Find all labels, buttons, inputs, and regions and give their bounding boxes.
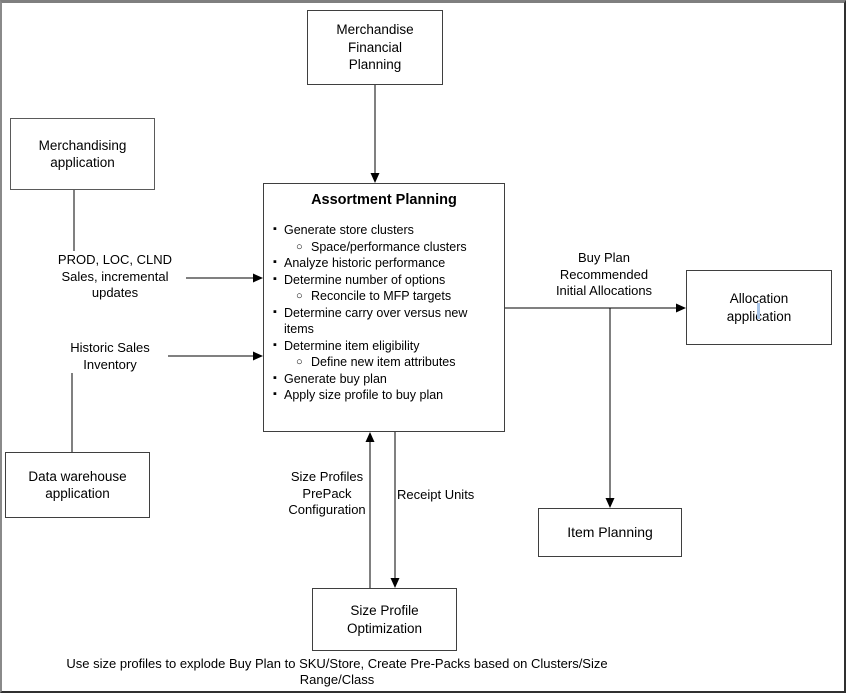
list-item: Generate buy plan xyxy=(270,370,498,388)
node-merchandising-application: Merchandising application xyxy=(10,118,155,190)
list-item: Define new item attributes xyxy=(270,354,498,371)
node-size-profile-optimization: Size Profile Optimization xyxy=(312,588,457,651)
text-cursor xyxy=(757,303,760,319)
edge-label-historic-sales: Historic Sales Inventory xyxy=(70,340,150,372)
list-item: Space/performance clusters xyxy=(270,239,498,256)
node-label: Merchandise Financial Planning xyxy=(336,22,414,73)
edge-label-receipt-units: Receipt Units xyxy=(397,487,475,502)
diagram-caption: Use size profiles to explode Buy Plan to… xyxy=(66,656,608,687)
list-item: Reconcile to MFP targets xyxy=(270,288,498,305)
list-item: Determine carry over versus new items xyxy=(270,304,498,338)
assortment-title: Assortment Planning xyxy=(311,192,457,208)
edge-label-buy-plan: Buy Plan Recommended Initial Allocations xyxy=(555,250,653,298)
list-item: Analyze historic performance xyxy=(270,254,498,272)
list-item: Determine number of options xyxy=(270,271,498,289)
list-item: Apply size profile to buy plan xyxy=(270,386,498,404)
node-label: Merchandising application xyxy=(38,137,127,171)
edge-label-size-profiles: Size Profiles PrePack Configuration xyxy=(288,469,366,517)
list-item: Generate store clusters xyxy=(270,221,498,239)
node-allocation-application: Allocation application xyxy=(686,270,832,345)
edge-label-prod-loc-clnd: PROD, LOC, CLND Sales, incremental updat… xyxy=(57,252,173,300)
node-item-planning: Item Planning xyxy=(538,508,682,557)
node-merchandise-financial-planning: Merchandise Financial Planning xyxy=(307,10,443,85)
node-data-warehouse-application: Data warehouse application xyxy=(5,452,150,518)
assortment-bullet-list: Generate store clusters Space/performanc… xyxy=(264,221,504,404)
node-label: Data warehouse application xyxy=(28,468,127,502)
node-label: Item Planning xyxy=(567,523,653,540)
list-item: Determine item eligibility xyxy=(270,337,498,355)
node-assortment-planning: Assortment Planning Generate store clust… xyxy=(263,183,505,432)
node-label: Size Profile Optimization xyxy=(346,603,423,636)
